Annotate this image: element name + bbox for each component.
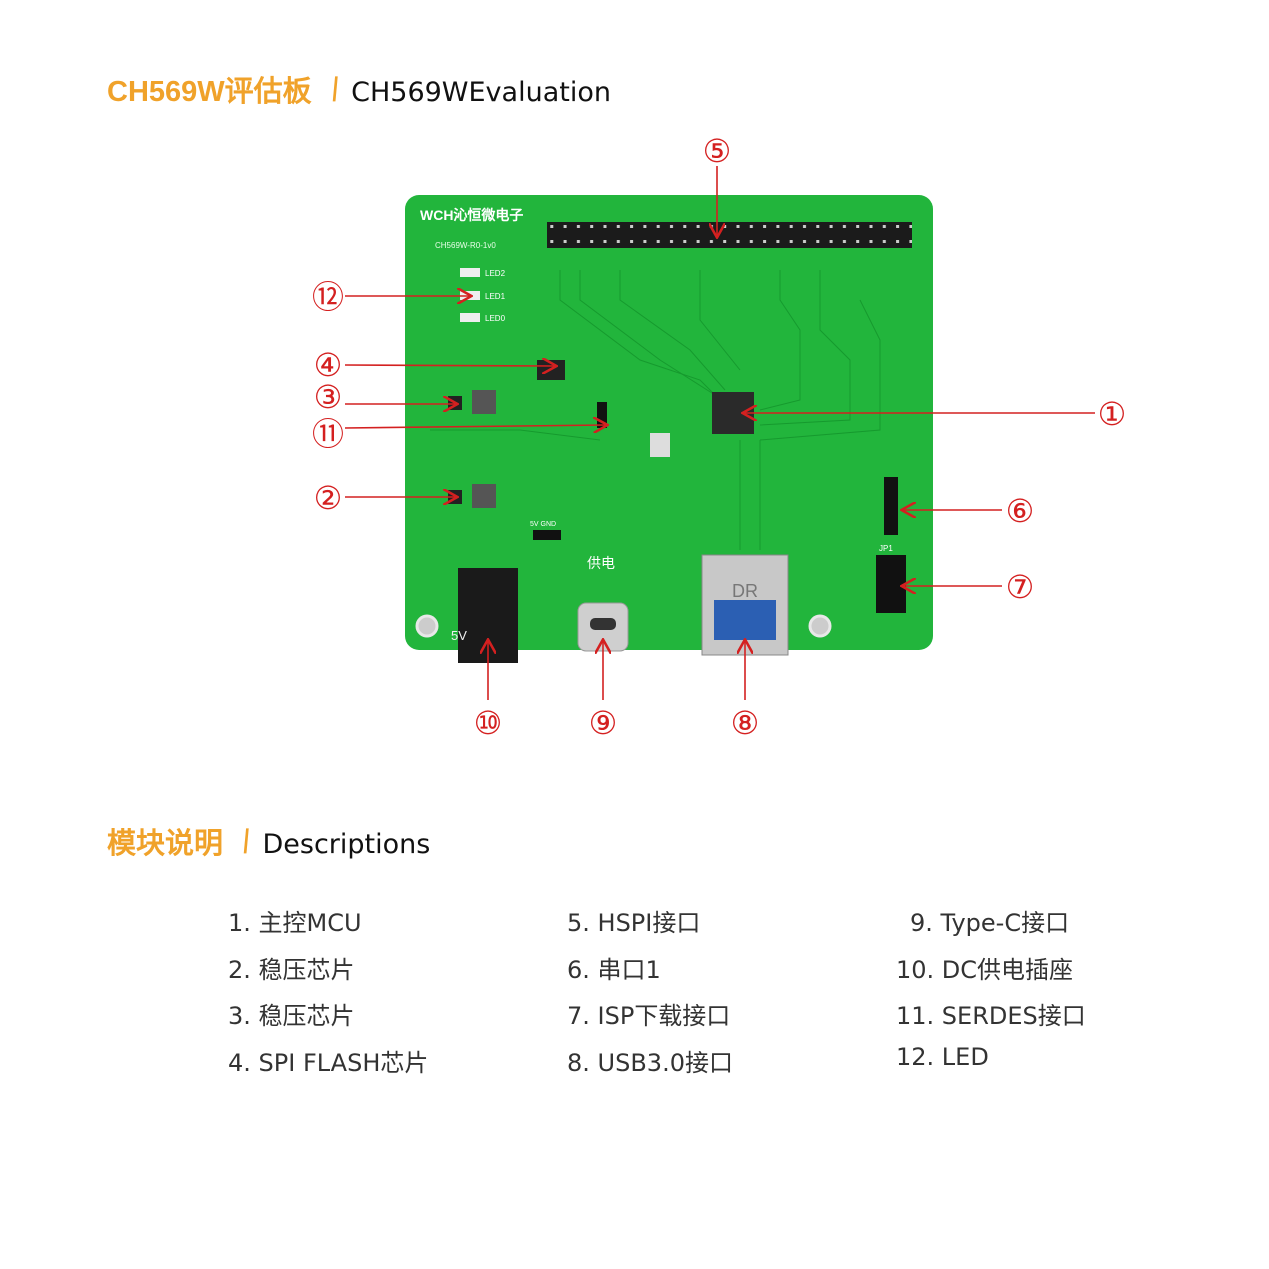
list-item: 8. USB3.0接口	[567, 1048, 733, 1077]
list-item: 12. LED	[896, 1042, 989, 1071]
description-column-3: 9. Type-C接口 10. DC供电插座 11. SERDES接口 12. …	[896, 903, 1086, 1089]
list-item: 11. SERDES接口	[896, 1002, 1086, 1030]
page-header: CH569W评估板 \ CH569WEvaluation	[107, 68, 611, 110]
list-item: 1. 主控MCU	[228, 909, 362, 937]
led2-label: LED2	[485, 269, 506, 278]
usb-label: DR	[732, 581, 758, 601]
callout-7: ⑦	[1006, 568, 1035, 606]
regulator-u5	[448, 396, 462, 410]
callout-1: ①	[1098, 395, 1127, 433]
callout-8: ⑧	[731, 704, 760, 742]
isp-header	[876, 555, 906, 613]
descriptions-title-cn: 模块说明	[107, 828, 224, 860]
callout-6: ⑥	[1006, 492, 1035, 530]
callout-3: ③	[314, 378, 343, 416]
callout-2: ②	[314, 479, 343, 517]
board-diagram: WCH沁恒微电子 CH569W-R0-1v0 LED2 LED1 LED0 5V…	[312, 132, 1126, 742]
title-cn: CH569W评估板	[107, 76, 312, 108]
mount-hole	[808, 614, 832, 638]
pin-label: 5V GND	[530, 521, 556, 528]
hspi-header	[547, 222, 912, 248]
callout-10: ⑩	[474, 704, 503, 742]
power-pin-header	[533, 530, 561, 540]
jp1-label: JP1	[879, 544, 893, 553]
list-item: 4. SPI FLASH芯片	[228, 1048, 429, 1077]
crystal-x2	[650, 433, 670, 457]
board-logo: WCH沁恒微电子	[420, 207, 523, 223]
title-en: CH569WEvaluation	[351, 77, 611, 108]
board-version: CH569W-R0-1v0	[435, 241, 496, 250]
descriptions-header: 模块说明 \ Descriptions	[107, 820, 430, 862]
callout-numbers: ① ② ③ ④ ⑤ ⑥ ⑦ ⑧ ⑨ ⑩ ⑪ ⑫	[312, 132, 1126, 742]
list-item: 10. DC供电插座	[896, 955, 1074, 984]
dc-label: 5V	[451, 628, 467, 643]
callout-lines	[344, 166, 1095, 700]
serdes-header	[597, 402, 607, 428]
list-item: 6. 串口1	[567, 955, 661, 984]
callout-9: ⑨	[589, 704, 618, 742]
description-column-1: 1. 主控MCU 2. 稳压芯片 3. 稳压芯片 4. SPI FLASH芯片	[228, 903, 428, 1089]
list-item: 5. HSPI接口	[567, 909, 701, 937]
list-item: 3. 稳压芯片	[228, 1002, 355, 1030]
inductor-l4	[472, 484, 496, 508]
list-item: 2. 稳压芯片	[228, 955, 355, 984]
power-label: 供电	[587, 555, 615, 571]
uart-header	[884, 477, 898, 535]
callout-5: ⑤	[703, 132, 732, 170]
inductor-l6	[472, 390, 496, 414]
callout-4: ④	[314, 346, 343, 384]
callout-12: ⑫	[312, 278, 344, 316]
title-separator: \	[234, 823, 258, 861]
callout-11: ⑪	[312, 415, 344, 453]
list-item: 7. ISP下载接口	[567, 1002, 731, 1030]
mount-hole	[415, 614, 439, 638]
descriptions-title-en: Descriptions	[262, 829, 431, 860]
description-column-2: 5. HSPI接口 6. 串口1 7. ISP下载接口 8. USB3.0接口	[567, 903, 733, 1089]
list-item: 9. Type-C接口	[910, 909, 1070, 937]
led0-label: LED0	[485, 314, 506, 323]
traces	[430, 270, 881, 550]
led1-label: LED1	[485, 292, 506, 301]
spi-flash-chip	[537, 360, 565, 380]
